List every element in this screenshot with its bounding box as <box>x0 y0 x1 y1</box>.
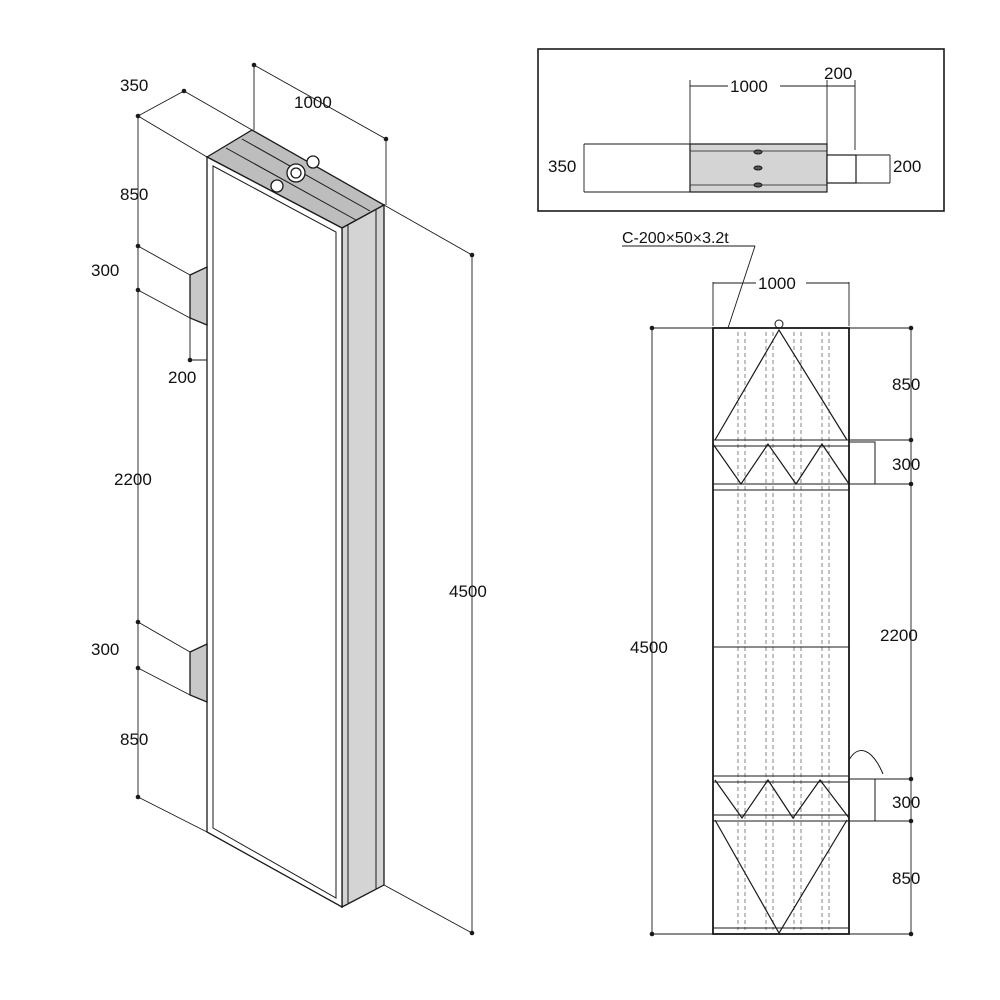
frame-dim-top: 850 <box>892 375 920 394</box>
top-view-labels: 1000 200 350 200 <box>548 64 921 176</box>
frame-dimension-ticks <box>649 325 914 937</box>
iso-dim-bracket-depth: 200 <box>168 368 196 387</box>
frame-dim-middle: 2200 <box>880 626 918 645</box>
iso-dimension-ticks <box>135 62 475 936</box>
lifting-eye-inner-icon <box>290 167 302 179</box>
front-frame-view <box>622 245 914 937</box>
iso-dim-bracket-upper: 300 <box>91 261 119 280</box>
cable-icon <box>848 750 884 775</box>
top-dim-bracket-width: 200 <box>893 157 921 176</box>
sign-front-face <box>206 155 343 909</box>
iso-dimension-labels: 350 1000 850 300 200 2200 300 850 4500 <box>91 76 487 749</box>
isometric-view <box>135 62 475 936</box>
frame-upper-bracket <box>848 441 876 485</box>
frame-dim-upper-bracket: 300 <box>892 455 920 474</box>
frame-hidden-channels <box>737 332 830 930</box>
frame-diagonal-bracing <box>712 328 850 935</box>
top-dim-bracket-length: 200 <box>824 64 852 83</box>
iso-dim-middle: 2200 <box>114 470 152 489</box>
lifting-eye-icon <box>286 163 306 183</box>
iso-dim-bottom: 850 <box>120 730 148 749</box>
frame-lower-bracket <box>848 778 876 822</box>
lower-bracket <box>189 642 208 703</box>
channel-spec-label: C-200×50×3.2t <box>622 230 729 247</box>
top-view <box>537 48 945 212</box>
lifting-eye-icon-2 <box>306 155 320 169</box>
bolt-icon <box>753 149 763 155</box>
top-view-frame <box>537 48 945 212</box>
frame-dim-total-height: 4500 <box>630 638 668 657</box>
iso-dimension-lines <box>137 64 473 934</box>
iso-dim-top: 850 <box>120 185 148 204</box>
frame-dim-width: 1000 <box>758 274 796 293</box>
lifting-eye-icon-3 <box>270 179 284 193</box>
top-channel-line-2 <box>241 138 371 212</box>
iso-dim-depth: 350 <box>120 76 148 95</box>
frame-horizontal-members <box>713 439 849 929</box>
iso-dim-bracket-lower: 300 <box>91 640 119 659</box>
frame-dim-bottom: 850 <box>892 869 920 888</box>
iso-dim-width: 1000 <box>294 93 332 112</box>
front-frame-labels: C-200×50×3.2t 1000 4500 850 300 2200 300… <box>622 230 920 888</box>
bolt-icon-2 <box>753 165 763 171</box>
iso-dim-total-height: 4500 <box>449 582 487 601</box>
top-view-bracket <box>826 154 857 184</box>
bolt-icon-3 <box>753 182 763 188</box>
top-dim-width: 1000 <box>730 77 768 96</box>
top-dim-depth: 350 <box>548 157 576 176</box>
frame-dim-lower-bracket: 300 <box>892 793 920 812</box>
frame-dimension-lines <box>622 245 912 935</box>
frame-lifting-eye-icon <box>774 319 784 329</box>
top-channel-line <box>225 147 357 221</box>
upper-bracket <box>189 265 208 326</box>
sign-front-inner <box>212 165 337 899</box>
top-view-dimension-lines <box>583 80 891 193</box>
